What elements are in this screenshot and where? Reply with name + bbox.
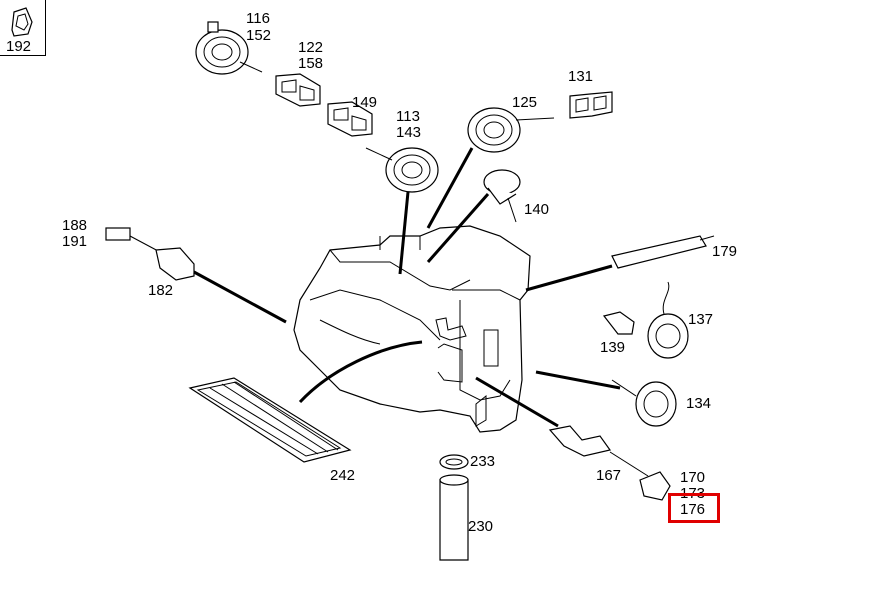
label-176: 176 <box>680 501 706 518</box>
actuator-137 <box>647 281 689 359</box>
label-179: 179 <box>712 243 738 260</box>
vacuum-actuator-113 <box>365 147 439 193</box>
label-143: 143 <box>396 124 422 141</box>
label-191: 191 <box>62 233 88 250</box>
label-170: 170 <box>680 469 706 486</box>
label-149: 149 <box>352 94 378 111</box>
label-116: 116 <box>246 10 270 27</box>
label-134: 134 <box>686 395 712 412</box>
label-139: 139 <box>600 339 626 356</box>
connector-188 <box>105 227 161 253</box>
valve-140 <box>483 169 521 223</box>
label-125: 125 <box>512 94 538 111</box>
corner-reference-box <box>0 0 46 56</box>
clip-131 <box>569 91 613 119</box>
label-122: 122 <box>298 39 324 56</box>
connector-182 <box>155 247 195 281</box>
highlight-box <box>668 493 720 523</box>
label-233: 233 <box>470 453 496 470</box>
heater-housing <box>293 225 531 433</box>
fitting-139 <box>602 311 635 335</box>
label-167: 167 <box>596 467 622 484</box>
label-137: 137 <box>688 311 714 328</box>
vacuum-actuator-125 <box>467 107 555 153</box>
clip-122 <box>275 73 321 107</box>
corner-part-icon <box>11 7 33 37</box>
label-158: 158 <box>298 55 324 72</box>
label-242: 242 <box>330 467 356 484</box>
label-152: 152 <box>246 27 272 44</box>
pointer-arrows <box>193 147 621 428</box>
ring-233 <box>439 454 469 470</box>
label-113: 113 <box>396 108 420 125</box>
filter-242 <box>188 377 352 463</box>
sensor-strip-179 <box>611 235 715 269</box>
vacuum-actuator-134 <box>611 379 677 427</box>
label-188: 188 <box>62 217 88 234</box>
clip-149 <box>327 101 373 137</box>
vacuum-actuator-116 <box>195 21 263 75</box>
label-230: 230 <box>468 518 494 535</box>
label-182: 182 <box>148 282 174 299</box>
label-192: 192 <box>6 38 32 55</box>
label-131: 131 <box>568 68 594 85</box>
pipe-230 <box>439 474 469 561</box>
cable-167 <box>548 425 671 501</box>
label-140: 140 <box>524 201 550 218</box>
